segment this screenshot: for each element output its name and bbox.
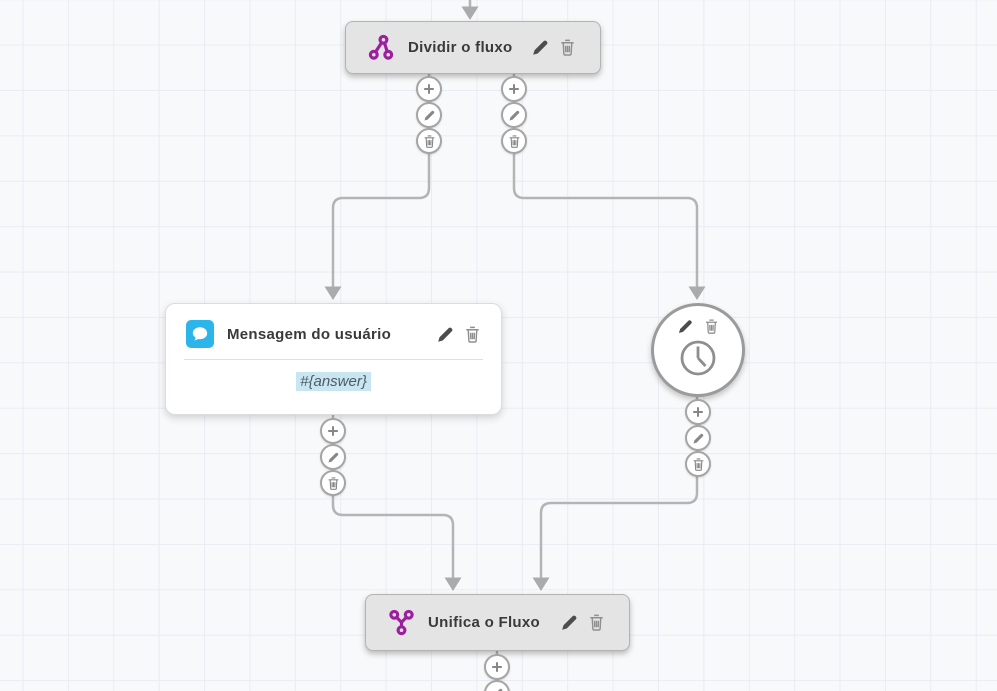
delete-connection-button[interactable] [685, 451, 711, 477]
edge-delay-to-merge [539, 397, 699, 579]
add-block-button[interactable] [685, 399, 711, 425]
edit-connection-button[interactable] [320, 444, 346, 470]
node-mensagem-do-usuario[interactable]: Mensagem do usuário #{answer} [165, 303, 502, 415]
pencil-icon [560, 613, 579, 632]
node-title: Mensagem do usuário [227, 325, 392, 343]
add-block-button[interactable] [320, 418, 346, 444]
chat-bubble-icon [186, 320, 214, 348]
arrowhead-icon [324, 286, 342, 300]
plus-icon [691, 405, 705, 419]
delete-connection-button[interactable] [320, 470, 346, 496]
trash-icon [692, 457, 705, 472]
edit-node-button[interactable] [436, 325, 455, 344]
pencil-icon [491, 687, 504, 691]
edit-node-button[interactable] [531, 38, 550, 57]
pencil-icon [531, 38, 550, 57]
edit-connection-button[interactable] [685, 425, 711, 451]
node-delay[interactable] [651, 303, 745, 397]
trash-icon [327, 476, 340, 491]
connector-controls [416, 76, 442, 154]
trash-icon [704, 318, 719, 335]
plus-icon [490, 660, 504, 674]
node-unifica-o-fluxo[interactable]: Unifica o Fluxo [365, 594, 630, 651]
trash-icon [508, 134, 521, 149]
delete-node-button[interactable] [464, 325, 481, 344]
clock-icon [676, 336, 720, 380]
pencil-icon [436, 325, 455, 344]
edit-node-button[interactable] [560, 613, 579, 632]
edit-connection-button[interactable] [501, 102, 527, 128]
pencil-icon [508, 109, 521, 122]
trash-icon [559, 38, 576, 57]
add-block-button[interactable] [416, 76, 442, 102]
plus-icon [326, 424, 340, 438]
node-title: Dividir o fluxo [408, 39, 513, 56]
add-block-button[interactable] [484, 654, 510, 680]
delete-node-button[interactable] [704, 318, 719, 335]
edge-split-to-delay [512, 74, 699, 288]
connector-controls [484, 654, 510, 691]
arrowhead-icon [461, 6, 479, 20]
arrowhead-icon [532, 577, 550, 591]
pencil-icon [692, 432, 705, 445]
edge-user-message-to-merge [331, 415, 455, 579]
edit-connection-button[interactable] [484, 680, 510, 691]
delete-connection-button[interactable] [501, 128, 527, 154]
plus-icon [422, 82, 436, 96]
merge-flow-icon [388, 609, 415, 636]
arrowhead-icon [444, 577, 462, 591]
plus-icon [507, 82, 521, 96]
connector-controls [501, 76, 527, 154]
delete-node-button[interactable] [588, 613, 605, 632]
connector-controls [320, 418, 346, 496]
pencil-icon [677, 318, 694, 335]
pencil-icon [327, 451, 340, 464]
node-dividir-o-fluxo[interactable]: Dividir o fluxo [345, 21, 601, 74]
trash-icon [464, 325, 481, 344]
trash-icon [423, 134, 436, 149]
delete-connection-button[interactable] [416, 128, 442, 154]
connector-controls [685, 399, 711, 477]
arrowhead-icon [688, 286, 706, 300]
split-flow-icon [368, 34, 395, 61]
trash-icon [588, 613, 605, 632]
edit-connection-button[interactable] [416, 102, 442, 128]
pencil-icon [423, 109, 436, 122]
variable-chip[interactable]: #{answer} [296, 372, 371, 391]
add-block-button[interactable] [501, 76, 527, 102]
divider [184, 359, 483, 360]
edit-node-button[interactable] [677, 318, 694, 335]
delete-node-button[interactable] [559, 38, 576, 57]
node-title: Unifica o Fluxo [428, 614, 541, 631]
edge-split-to-user-message [331, 74, 431, 288]
